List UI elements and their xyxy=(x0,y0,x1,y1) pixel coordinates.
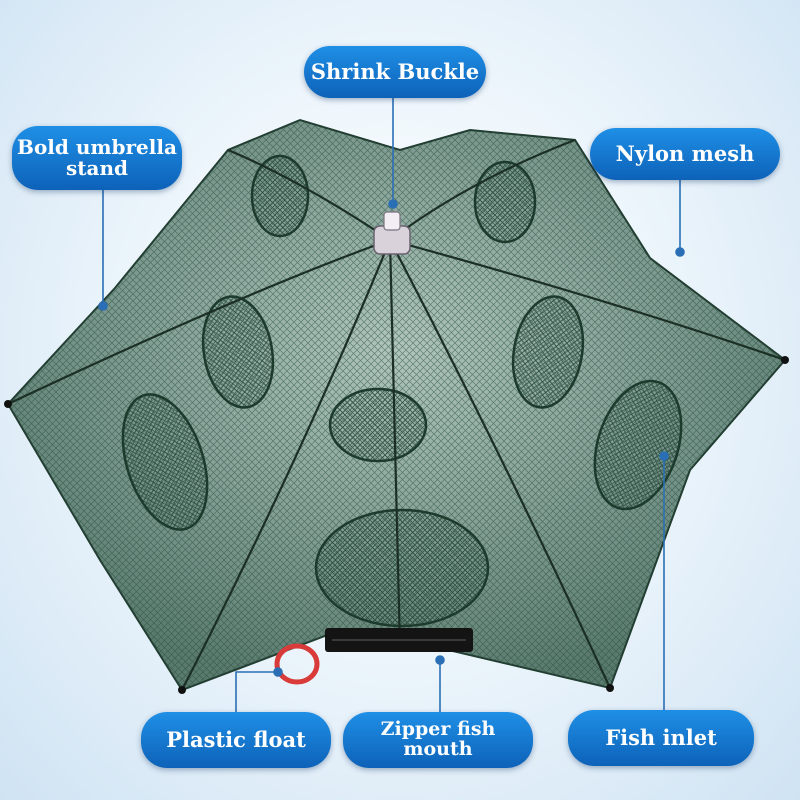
plastic-float xyxy=(274,643,320,685)
nylon-mesh-text: Nylon mesh xyxy=(615,140,755,166)
plastic-float-text: Plastic float xyxy=(166,726,306,752)
zipper-fish-mouth-label: Zipper fish mouth xyxy=(343,712,533,768)
plastic-float-label: Plastic float xyxy=(141,712,331,768)
shrink-buckle-label: Shrink Buckle xyxy=(304,46,486,98)
fish-inlet-funnels xyxy=(121,154,683,628)
leader-lines xyxy=(98,98,685,712)
nylon-mesh-label: Nylon mesh xyxy=(590,128,780,180)
fish-inlet-label: Fish inlet xyxy=(568,710,754,766)
zipper-fish-mouth xyxy=(325,628,473,652)
zipper-fish-mouth-text: Zipper fish mouth xyxy=(380,718,496,760)
umbrella-ribs xyxy=(7,138,786,691)
shrink-buckle-text: Shrink Buckle xyxy=(310,58,480,84)
bold-umbrella-stand-line2: stand xyxy=(66,156,128,180)
bold-umbrella-stand-line1: Bold umbrella xyxy=(17,135,177,159)
fish-inlet-text: Fish inlet xyxy=(605,724,717,750)
bold-umbrella-stand-label: Bold umbrella stand xyxy=(12,126,182,190)
rib-tips xyxy=(4,356,789,694)
shrink-buckle xyxy=(373,211,411,255)
umbrella-net xyxy=(4,118,789,694)
